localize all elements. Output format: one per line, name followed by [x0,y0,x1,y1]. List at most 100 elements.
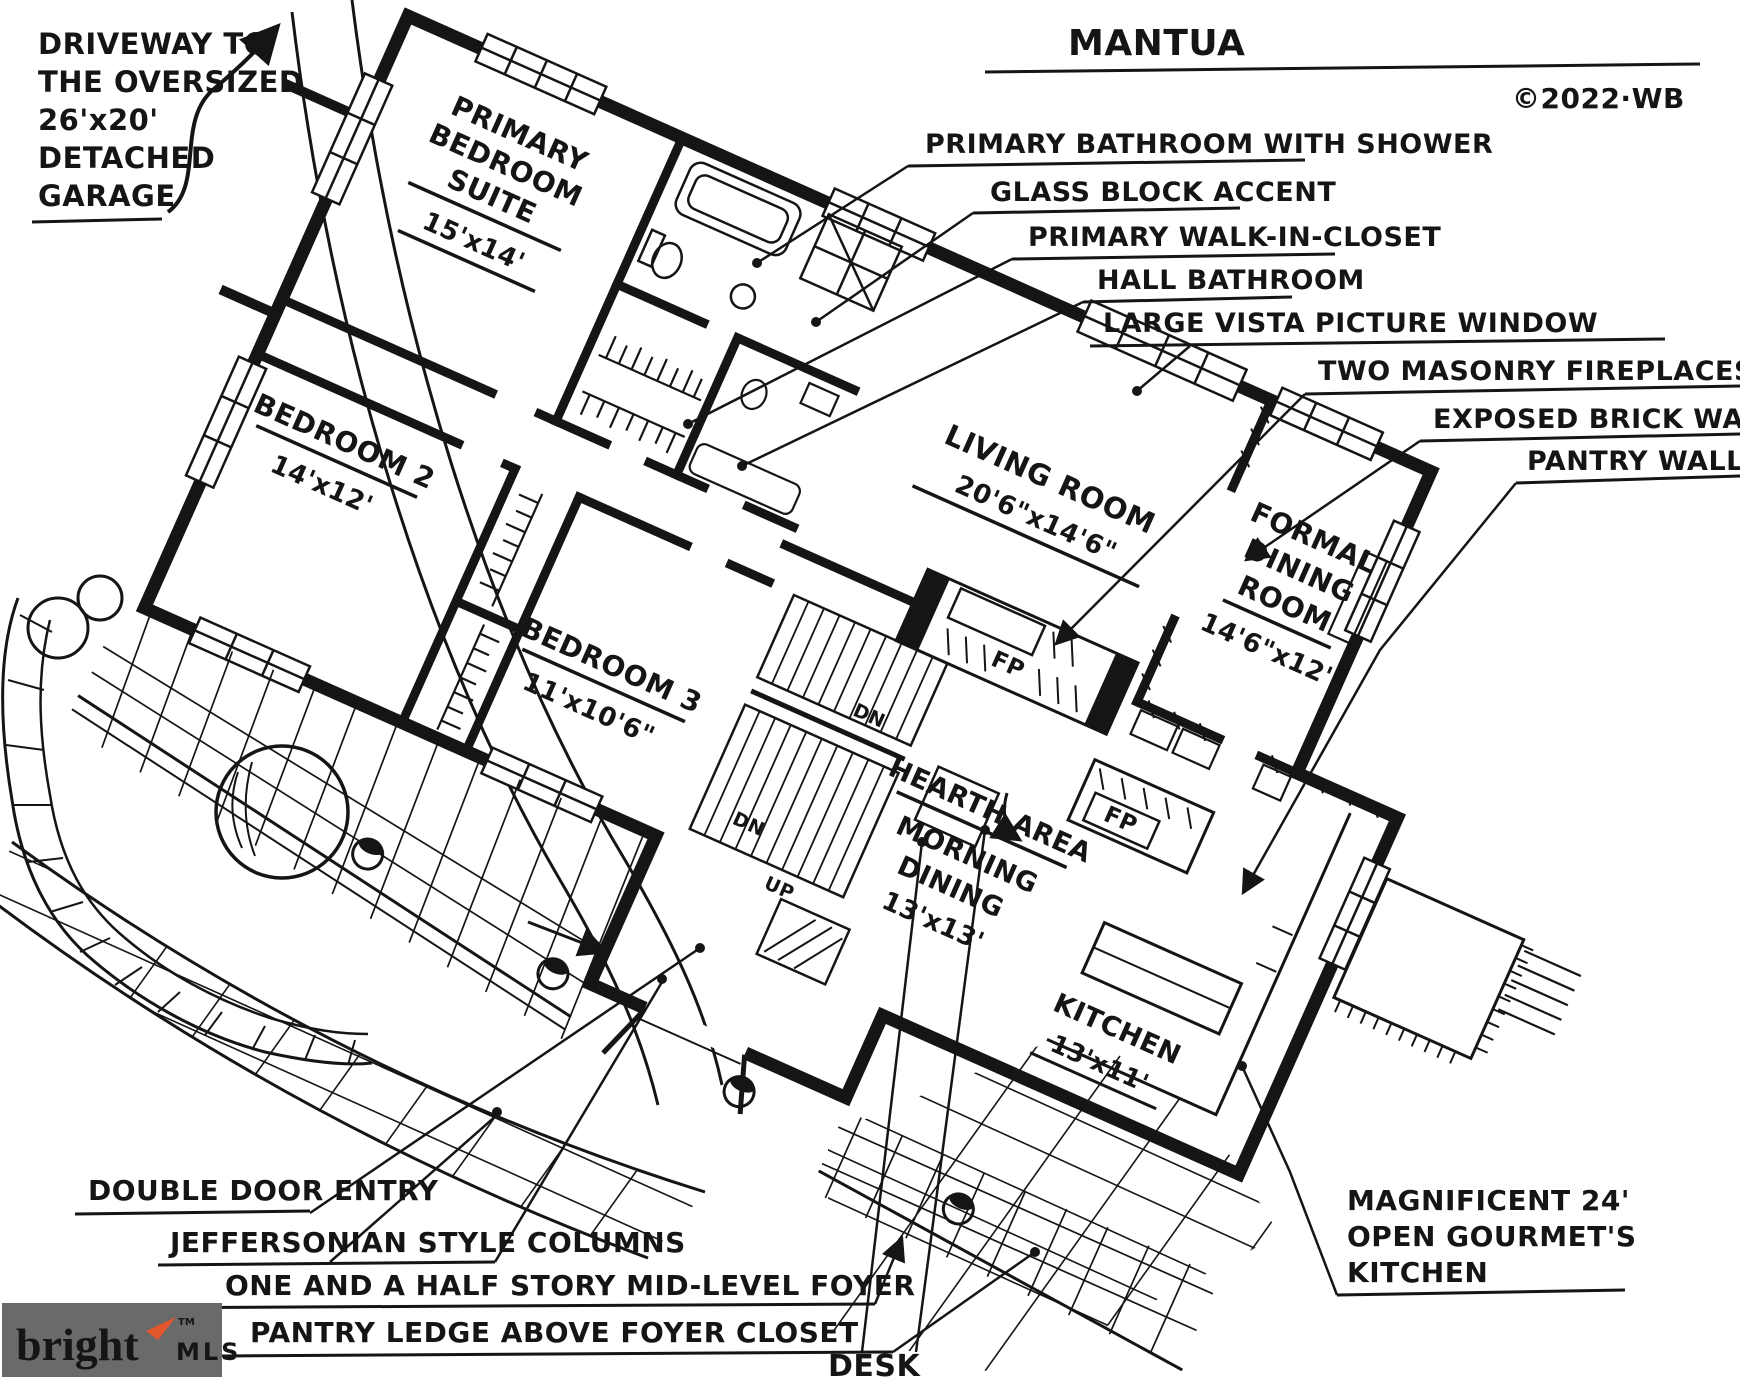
stair-mark-up: UP [761,872,798,904]
column-icon [536,957,570,991]
note-underline [1336,1288,1626,1297]
note-underline [31,217,163,224]
room-label-primary-bedroom: PRIMARY BEDROOM SUITE 15'x14' [397,89,593,294]
pantry-cabinet [1251,763,1293,803]
stair-rail [750,688,906,762]
svg-text:JEFFERSONIAN STYLE COLUMNS: JEFFERSONIAN STYLE COLUMNS [168,1226,686,1259]
entry-door-opening [641,1000,749,1061]
porch-edge [77,694,572,1019]
masonry-end [1084,653,1139,735]
svg-text:OPEN GOURMET'S: OPEN GOURMET'S [1347,1220,1637,1253]
callout-double-door: DOUBLE DOOR ENTRY [74,943,705,1216]
svg-text:LARGE VISTA PICTURE WINDOW: LARGE VISTA PICTURE WINDOW [1103,308,1598,339]
room-label-bedroom-2: BEDROOM 2 14'x12' [249,387,440,521]
porch-tile-grid [91,614,645,1040]
svg-text:HALL BATHROOM: HALL BATHROOM [1097,265,1365,296]
exterior-walls [135,7,1440,1183]
fireplace-mark: FP [1100,802,1141,839]
svg-text:DRIVEWAY TO: DRIVEWAY TO [38,27,269,61]
svg-text:PRIMARY BATHROOM WITH SHOWER: PRIMARY BATHROOM WITH SHOWER [925,129,1493,160]
sink-icon [729,283,757,310]
bright-mls-logo: bright TM MLS [2,1303,241,1377]
rear-deck [1331,876,1582,1064]
firebox [946,586,1047,657]
shrub-icon [76,574,124,622]
svg-text:PANTRY LEDGE ABOVE FOYER CLOSE: PANTRY LEDGE ABOVE FOYER CLOSET [250,1316,859,1349]
svg-text:TWO MASONRY FIREPLACES: TWO MASONRY FIREPLACES [1318,356,1740,387]
driveway [166,0,724,1106]
svg-text:DOUBLE DOOR ENTRY: DOUBLE DOOR ENTRY [88,1174,439,1207]
callout-exposed-brick: EXPOSED BRICK WALL [1243,404,1740,562]
column-icon [941,1192,975,1226]
stair-treads [703,601,934,892]
column-icon [722,1075,756,1109]
room-label-bedroom-3: BEDROOM 3 11'x10'6" [516,611,707,752]
sink-icon [799,381,841,418]
fireplaces [894,567,1216,875]
copyright: ©2022·WB [1512,82,1685,115]
garden-curve-upper [11,840,706,1194]
masonry-hatch [1098,768,1193,829]
patio-hatch [5,614,356,1066]
title-block: MANTUA ©2022·WB [984,23,1701,115]
callout-primary-bathroom: PRIMARY BATHROOM WITH SHOWER [752,129,1493,268]
svg-text:DETACHED: DETACHED [38,141,215,175]
pantry-cabinet [1171,727,1222,771]
room-label-formal-dining: FORMAL DINING ROOM 14'6"x12' [1196,496,1383,693]
bathtub-inner [687,174,790,244]
logo-suffix: MLS [176,1338,241,1366]
callout-pantry-wall: PANTRY WALL [1241,446,1740,896]
porch-edge-outer [71,708,566,1031]
leader-line [1240,1065,1339,1296]
brick-hatch [1141,406,1379,819]
shrub-icon [26,596,90,660]
svg-text:THE OVERSIZED: THE OVERSIZED [38,65,304,99]
pantry-cabinet [1129,708,1180,752]
garden-curve-lower [0,904,649,1260]
callout-vista-window: LARGE VISTA PICTURE WINDOW [1089,308,1666,396]
callout-pantry-ledge: PANTRY LEDGE ABOVE FOYER CLOSET [221,1247,1040,1358]
title-underline [984,62,1701,74]
svg-text:PANTRY WALL: PANTRY WALL [1527,446,1740,477]
callout-mid-level-foyer: ONE AND A HALF STORY MID-LEVEL FOYER [104,1235,915,1310]
glass-block-accent [813,213,889,312]
desk [913,765,1001,849]
deck-railing [1334,944,1534,1064]
driveway-arrow [166,23,281,214]
patio-outer-edge [1,597,373,1066]
callouts-right: PRIMARY BATHROOM WITH SHOWER GLASS BLOCK… [683,129,1740,896]
primary-bathroom-fixtures [636,161,904,313]
staircase [688,593,949,899]
svg-text:KITCHEN: KITCHEN [1347,1256,1488,1289]
svg-text:GLASS BLOCK ACCENT: GLASS BLOCK ACCENT [990,177,1336,208]
kitchen-counters [1046,550,1389,1117]
svg-text:GARAGE: GARAGE [38,179,176,213]
driveway-edge-right [350,0,724,1086]
kitchen-note: MAGNIFICENT 24' OPEN GOURMET'S KITCHEN [1237,1061,1637,1297]
callout-columns: JEFFERSONIAN STYLE COLUMNS [157,974,686,1267]
svg-text:PRIMARY WALK-IN-CLOSET: PRIMARY WALK-IN-CLOSET [1028,222,1441,253]
callout-walk-in-closet: PRIMARY WALK-IN-CLOSET [683,222,1441,429]
logo-box [2,1303,222,1377]
foyer-closet [755,897,852,987]
garden-wall-stubs [218,79,361,317]
svg-text:DESK: DESK [828,1349,922,1377]
deck-steps [1497,949,1582,1036]
callout-masonry-fireplaces: TWO MASONRY FIREPLACES [1054,356,1740,646]
svg-text:26'x20': 26'x20' [38,103,159,137]
firebox [1081,791,1162,851]
callout-desk: DESK [828,825,990,1377]
callouts-bottom: DOUBLE DOOR ENTRY JEFFERSONIAN STYLE COL… [74,825,1040,1377]
bathtub-icon [688,443,801,515]
leader-dot [1237,1061,1247,1071]
toilet-icon [740,378,768,411]
hearth-arrow-icon [989,792,1023,842]
svg-text:MAGNIFICENT 24': MAGNIFICENT 24' [1347,1184,1630,1217]
logo-tm: TM [178,1317,195,1328]
stair-mark-down: DN [729,808,768,841]
page-title: MANTUA [1068,23,1245,64]
logo-wordmark: bright [16,1319,139,1370]
